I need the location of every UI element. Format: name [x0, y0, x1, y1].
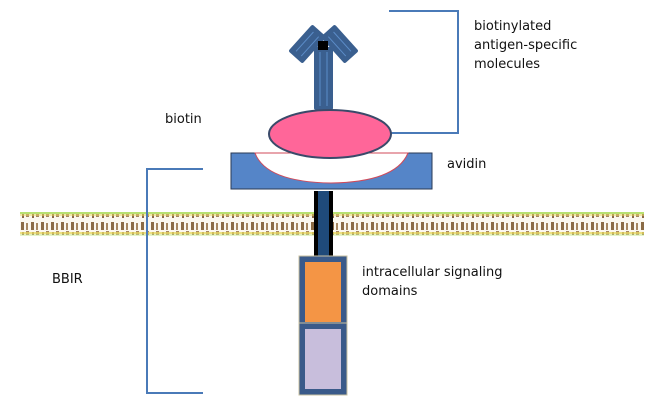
biotin-icon — [268, 109, 392, 159]
antigen-molecules-bracket — [389, 10, 459, 134]
signaling-domain-2 — [298, 322, 348, 396]
signaling-label-line-2: domains — [362, 284, 418, 299]
bbir-bracket — [146, 168, 203, 394]
antibody-icon — [289, 25, 358, 110]
transmembrane-linker — [314, 191, 333, 257]
signaling-domain-1 — [298, 255, 348, 324]
bbir-label: BBIR — [52, 272, 83, 287]
antigen-molecules-label-line-2: antigen-specific — [474, 38, 578, 53]
biotin-label: biotin — [165, 112, 202, 127]
antigen-molecules-label-line-3: molecules — [474, 57, 540, 72]
avidin-label: avidin — [447, 157, 487, 172]
signaling-domains-label: intracellular signaling domains — [362, 263, 502, 301]
signaling-label-line-1: intracellular signaling — [362, 265, 503, 280]
avidin-icon — [230, 152, 433, 190]
antigen-molecules-label-line-1: biotinylated — [474, 19, 552, 34]
antigen-molecules-label: biotinylated antigen-specific molecules — [474, 17, 577, 74]
